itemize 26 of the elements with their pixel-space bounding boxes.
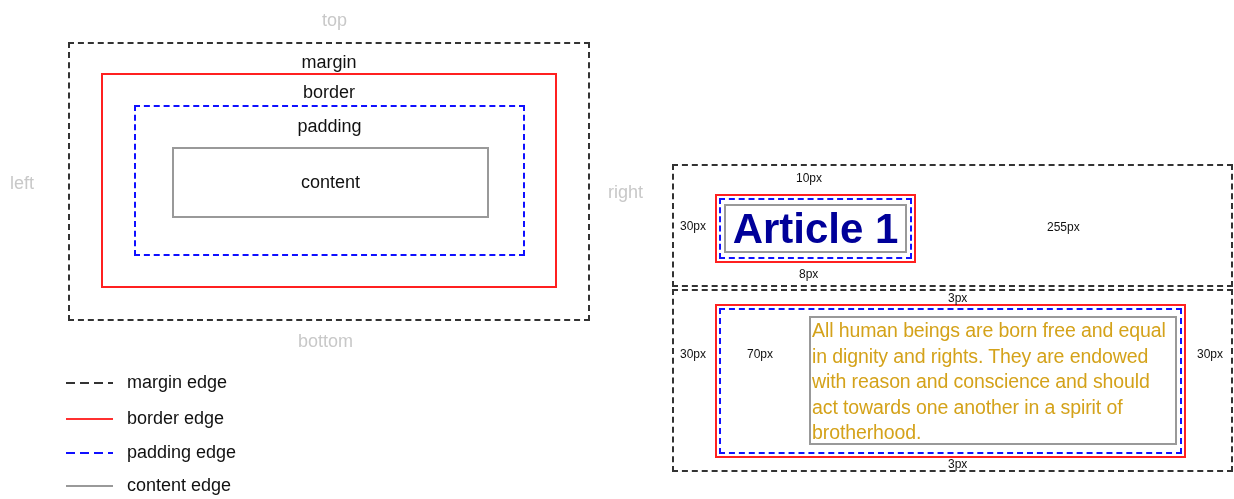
dimension-label: 30px — [680, 347, 707, 362]
dimension-label: 3px — [948, 457, 968, 472]
dimension-label: 8px — [799, 267, 819, 282]
dimension-label: 70px — [747, 347, 774, 362]
box-label: margin — [300, 51, 358, 74]
dimension-label: 10px — [796, 171, 823, 186]
dimension-label: 3px — [948, 291, 968, 306]
margin-box — [672, 289, 1233, 472]
box-label: All human beings are born free and equal in dignity and rights. They are endowed with reason and conscience and should act towards one another in a spirit of brotherhood. — [811, 318, 1167, 443]
legend-label: padding edge — [127, 441, 237, 464]
margin-box — [68, 42, 590, 321]
padding-box — [134, 105, 525, 256]
dimension-label: 30px — [1197, 347, 1224, 362]
dimension-label: 30px — [680, 219, 707, 234]
box-label: border — [302, 81, 356, 104]
box-label: padding — [296, 115, 363, 138]
box-label: content — [299, 171, 361, 194]
margin-box — [672, 164, 1233, 287]
box-label: Article 1 — [731, 206, 900, 251]
content-box — [172, 147, 489, 218]
legend-label: margin edge — [127, 371, 228, 394]
border-box — [101, 73, 557, 288]
content-box — [724, 204, 907, 253]
dimension-label: 255px — [1047, 220, 1080, 235]
legend-label: border edge — [127, 407, 225, 430]
legend-label: content edge — [127, 474, 232, 497]
